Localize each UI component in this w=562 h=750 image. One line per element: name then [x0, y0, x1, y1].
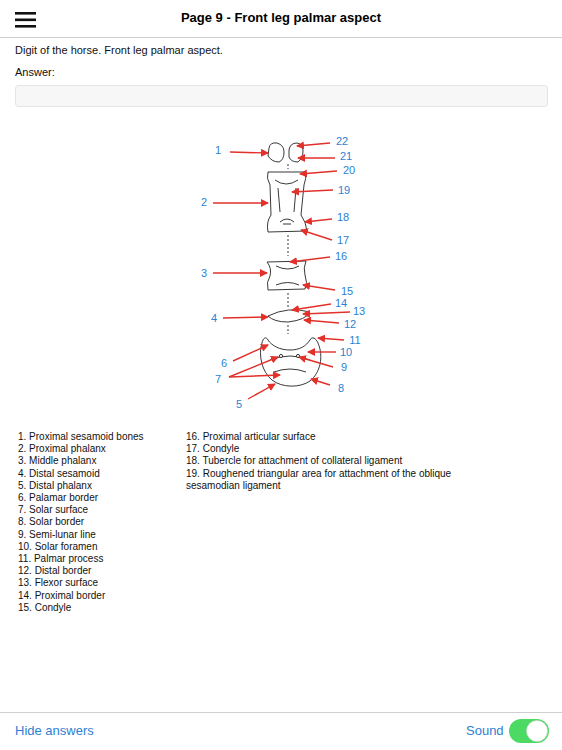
callout-number: 14	[335, 297, 347, 309]
proximal-phalanx	[267, 172, 307, 232]
callout-number: 22	[336, 135, 348, 147]
legend-item: 9. Semi-lunar line	[18, 529, 96, 541]
callout-number: 8	[338, 382, 344, 394]
legend-item: 12. Distal border	[18, 565, 91, 577]
legend-item: 1. Proximal sesamoid bones	[18, 431, 144, 443]
legend-item: 6. Palamar border	[18, 492, 98, 504]
middle-phalanx	[267, 261, 307, 290]
callout-number: 18	[337, 211, 349, 223]
callout-number: 7	[215, 373, 221, 385]
legend-item: 18. Tubercle for attachment of collatera…	[186, 455, 402, 467]
callout-number: 9	[341, 361, 347, 373]
field-label: Answer:	[15, 66, 55, 78]
callout-number: 11	[349, 334, 360, 346]
callout-number: 3	[201, 267, 207, 279]
axis-line	[288, 325, 289, 334]
menu-icon	[15, 12, 36, 28]
description-text: Digit of the horse. Front leg palmar asp…	[15, 44, 223, 56]
legend-item: 19. Roughened triangular area for attach…	[186, 468, 486, 492]
legend-item: 7. Solar surface	[18, 504, 88, 516]
bone-detail	[275, 180, 298, 224]
callout-number: 15	[341, 285, 353, 297]
legend-item: 11. Palmar process	[18, 553, 103, 565]
bone-detail	[276, 266, 299, 285]
answer-input	[16, 86, 548, 107]
callout-number: 12	[344, 318, 356, 330]
sound-label: Sound	[466, 723, 504, 738]
callout-number: 5	[236, 398, 242, 410]
callout-number: 17	[337, 234, 349, 246]
callout-number: 21	[340, 150, 352, 162]
legend-item: 17. Condyle	[186, 443, 239, 455]
toggle-knob	[527, 721, 548, 742]
axis-line	[288, 164, 289, 169]
legend-item: 5. Distal phalanx	[18, 480, 92, 492]
leader-arrows	[213, 143, 350, 399]
callout-number: 6	[221, 357, 227, 369]
callout-number: 16	[335, 250, 347, 262]
legend-item: 15. Condyle	[18, 602, 71, 614]
hide-answers-button: Hide answers	[15, 723, 94, 738]
legend-item: 2. Proximal phalanx	[18, 443, 106, 455]
callout-number: 2	[201, 196, 207, 208]
axis-line	[288, 235, 289, 256]
axis-line	[288, 293, 289, 308]
callout-number: 20	[343, 164, 355, 176]
legend-item: 8. Solar border	[18, 516, 84, 528]
legend-item: 3. Middle phalanx	[18, 455, 96, 467]
sesamoid-bone	[268, 143, 284, 162]
legend-item: 10. Solar foramen	[18, 541, 98, 553]
page-title: Page 9 - Front leg palmar aspect	[0, 10, 562, 25]
callout-number: 13	[353, 305, 365, 317]
callout-number: 10	[340, 346, 352, 358]
callout-number: 4	[211, 312, 217, 324]
legend-item: 13. Flexor surface	[18, 577, 98, 589]
toolbar-divider	[0, 712, 562, 713]
legend-item: 16. Proximal articular surface	[186, 431, 316, 443]
legend-item: 4. Distal sesamoid	[18, 468, 100, 480]
sound-toggle	[509, 719, 549, 743]
callout-number: 1	[215, 144, 221, 156]
legend-item: 14. Proximal border	[18, 590, 105, 602]
digit-illustration	[260, 143, 320, 386]
distal-sesamoid	[268, 310, 310, 322]
solar-foramen	[279, 354, 282, 357]
header-divider	[0, 37, 562, 38]
callout-number: 19	[338, 184, 350, 196]
